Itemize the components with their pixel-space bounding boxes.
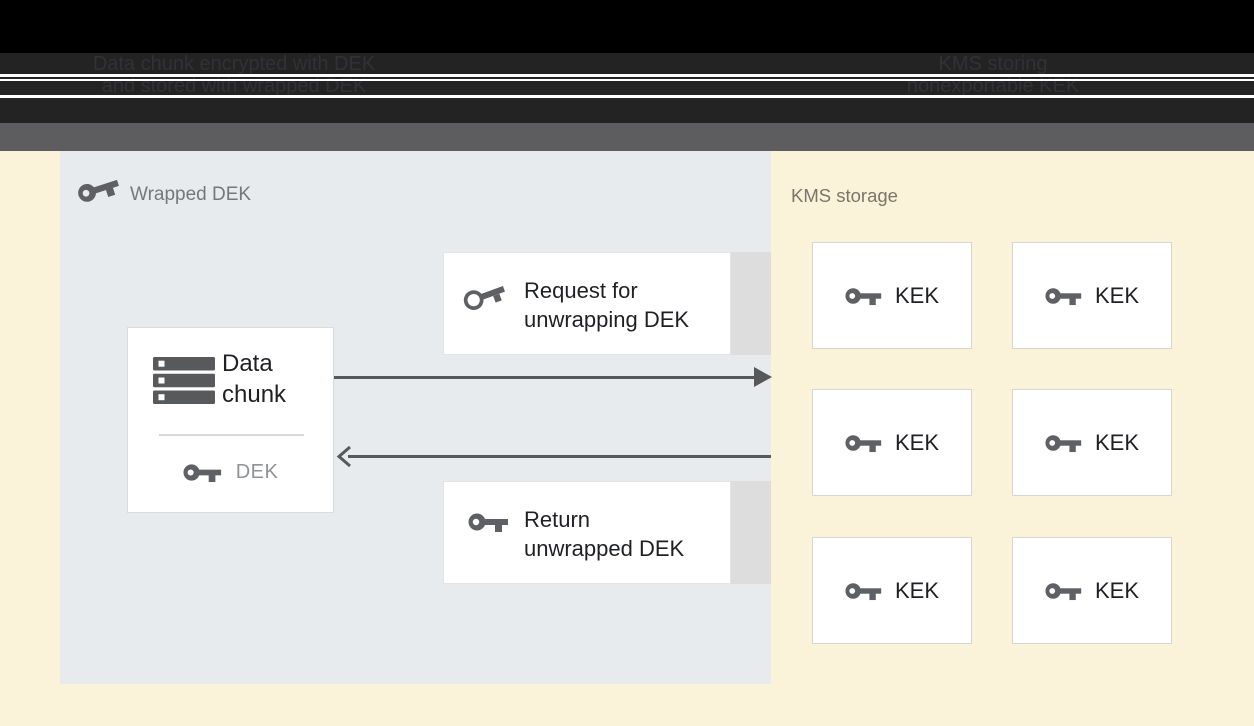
key-outline-icon [463, 285, 505, 310]
request-line: Request for [524, 278, 638, 303]
return-line: Return [524, 507, 591, 532]
divider [159, 434, 304, 436]
request-arrow-line [334, 376, 758, 379]
kek-label: KEK [1094, 429, 1140, 455]
request-unwrap-box [443, 252, 731, 355]
storage-stack-icon [153, 357, 215, 404]
key-icon [183, 464, 221, 483]
return-unwrapped-box [443, 481, 731, 584]
return-arrow-line [348, 455, 771, 458]
request-box-text: Request for unwrapping DEK [524, 276, 689, 334]
header-band [0, 53, 1254, 123]
kms-storage-title: KMS storage [791, 185, 898, 206]
key-icon [1045, 287, 1082, 305]
kek-label: KEK [894, 429, 940, 455]
key-icon [1045, 434, 1082, 452]
caption-line: Data chunk encrypted with DEK [92, 53, 376, 75]
kek-box: KEK [1012, 242, 1172, 349]
key-icon [845, 287, 882, 305]
key-icon [78, 179, 119, 202]
request-box-shadow-band [731, 252, 771, 355]
return-line: unwrapped DEK [524, 536, 685, 561]
kek-label: KEK [894, 282, 940, 308]
caption-line: KMS storing [938, 53, 1048, 75]
key-icon [1045, 582, 1082, 600]
wrapped-dek-title: Wrapped DEK [130, 184, 252, 205]
return-box-text: Return unwrapped DEK [524, 505, 684, 563]
request-line: unwrapping DEK [524, 307, 690, 332]
key-icon [845, 434, 882, 452]
kek-box: KEK [812, 242, 972, 349]
kek-label: KEK [1094, 577, 1140, 603]
data-chunk-box: Data chunk DEK [127, 327, 334, 513]
data-chunk-label: Data chunk [222, 350, 287, 408]
header-glitch-line [0, 79, 1254, 81]
request-arrowhead-icon [754, 367, 772, 387]
dek-row: DEK [128, 461, 333, 484]
header-glitch-line [0, 74, 1254, 77]
return-box-shadow-band [731, 481, 771, 584]
divider-bar [0, 123, 1254, 151]
key-icon [468, 513, 508, 532]
kek-box: KEK [812, 389, 972, 496]
header-glitch-line [0, 95, 1254, 98]
kek-label: KEK [894, 577, 940, 603]
return-arrowhead-icon [336, 445, 351, 468]
key-icon [845, 582, 882, 600]
kek-box: KEK [812, 537, 972, 644]
kek-box: KEK [1012, 389, 1172, 496]
kek-label: KEK [1094, 282, 1140, 308]
kek-box: KEK [1012, 537, 1172, 644]
dek-label: DEK [235, 461, 279, 483]
